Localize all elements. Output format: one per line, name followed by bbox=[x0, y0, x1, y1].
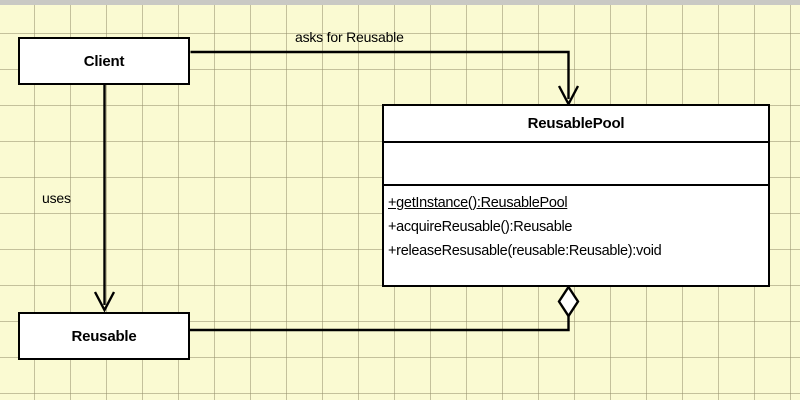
class-name-reusable-pool: ReusablePool bbox=[527, 115, 625, 132]
class-box-reusable[interactable]: Reusable bbox=[18, 312, 190, 360]
operation-acquire-reusable: +acquireReusable():Reusable bbox=[388, 219, 573, 235]
aggregation-diamond bbox=[557, 284, 580, 319]
operation-get-instance: +getInstance():ReusablePool bbox=[388, 195, 568, 211]
edge-client-to-reusable bbox=[93, 85, 116, 313]
edge-label-uses: uses bbox=[42, 190, 71, 206]
class-name-client: Client bbox=[83, 53, 125, 70]
edge-pool-to-reusable bbox=[190, 284, 580, 332]
edge-label-asks-for-reusable: asks for Reusable bbox=[295, 29, 404, 45]
operation-release-reusable: +releaseResusable(reusable:Reusable):voi… bbox=[388, 243, 662, 259]
class-box-client[interactable]: Client bbox=[18, 37, 190, 85]
compartment-attributes bbox=[384, 143, 768, 186]
compartment-operations: +getInstance():ReusablePool +acquireReus… bbox=[384, 186, 768, 267]
class-box-reusable-pool[interactable]: ReusablePool +getInstance():ReusablePool… bbox=[382, 104, 770, 287]
top-gray-strip bbox=[0, 0, 800, 5]
compartment-name: ReusablePool bbox=[384, 106, 768, 143]
edge-client-to-pool bbox=[190, 50, 580, 107]
class-name-reusable: Reusable bbox=[71, 328, 137, 345]
